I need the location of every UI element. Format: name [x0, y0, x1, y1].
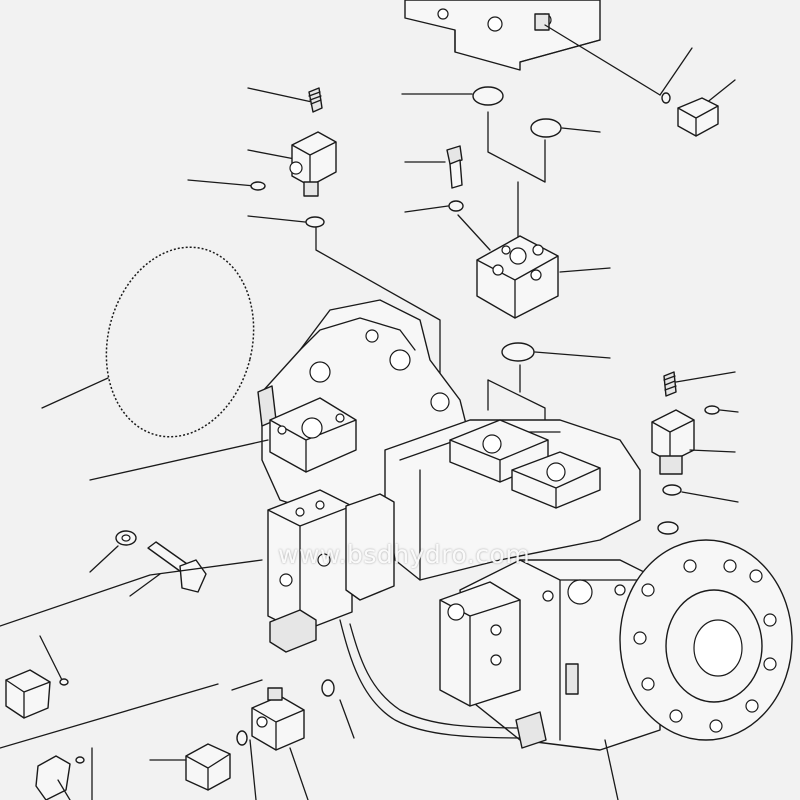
watermark-text: www.bsdhydro.com [278, 540, 531, 569]
right-side-parts [651, 92, 739, 535]
top-valve-block [404, 0, 601, 71]
lower-left-parts [0, 439, 619, 800]
upper-center-parts [446, 86, 562, 362]
large-o-ring [41, 246, 255, 438]
main-pump-assembly [257, 299, 793, 751]
upper-left-small-parts [250, 87, 337, 228]
leader-lines-top [187, 24, 736, 441]
